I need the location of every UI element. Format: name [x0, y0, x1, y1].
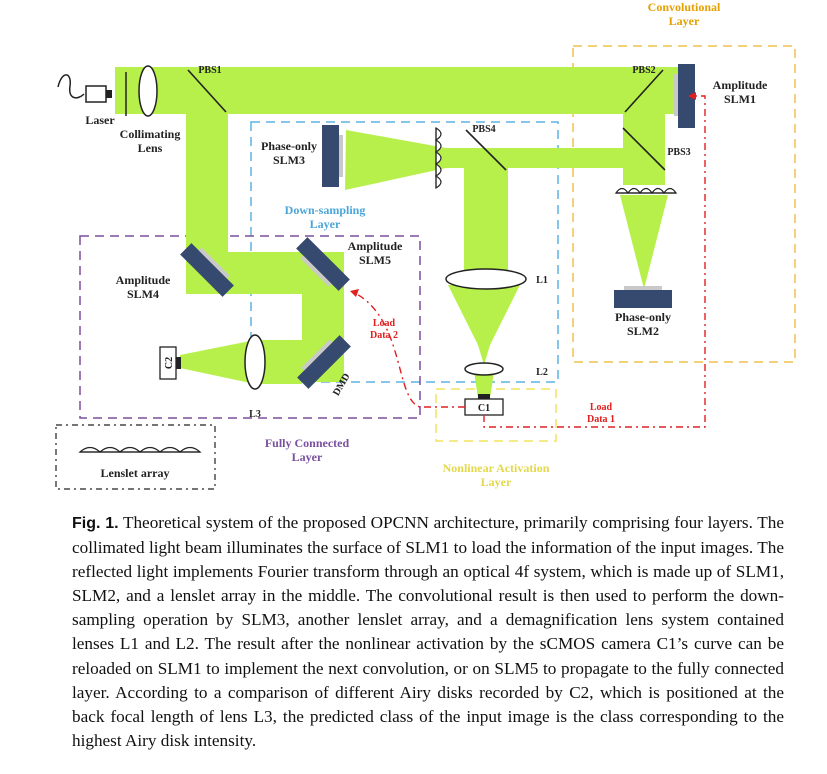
- lens-l3: [244, 334, 266, 390]
- beam-l2-c1: [474, 372, 494, 398]
- load-data-2-line: [354, 292, 465, 408]
- beam-pbs4-down: [464, 148, 508, 280]
- label-pbs4: PBS4: [472, 124, 495, 135]
- label-l2: L2: [536, 367, 548, 378]
- label-pbs1: PBS1: [198, 65, 221, 76]
- beam-focus-slm2: [620, 195, 668, 289]
- load-data-1-line: [483, 95, 706, 428]
- pbs2-splitter: [624, 69, 664, 113]
- figure-caption: Fig. 1. Theoretical system of the propos…: [72, 511, 784, 753]
- slm2-surface: [624, 286, 662, 290]
- label-lenslet-array: Lenslet array: [101, 466, 170, 480]
- laser-wire: [57, 74, 85, 99]
- down-sampling-layer-box: [250, 121, 559, 383]
- camera-c2-lens: [176, 357, 181, 369]
- slm2-device: [614, 290, 672, 308]
- pbs1-splitter: [187, 69, 227, 113]
- label-pbs3: PBS3: [667, 147, 690, 158]
- label-c2: C2: [164, 357, 175, 369]
- lenslet-array-down: [434, 126, 442, 190]
- convolutional-layer-box: [572, 45, 796, 363]
- caption-text: Theoretical system of the proposed OPCNN…: [72, 513, 784, 750]
- slm3-device: [322, 125, 339, 187]
- slm1-device: [678, 64, 695, 128]
- label-l3: L3: [249, 409, 261, 420]
- pbs3-splitter: [622, 127, 666, 171]
- label-c1: C1: [478, 403, 490, 414]
- laser-tip: [106, 90, 112, 98]
- dmd-device: [297, 335, 351, 389]
- beam-dmd-to-c2: [180, 340, 302, 384]
- slm3-surface: [339, 135, 343, 177]
- slm4-device: [180, 243, 234, 297]
- pbs4-splitter: [465, 129, 507, 171]
- lens-l2: [464, 362, 504, 376]
- slm5-device: [296, 237, 350, 291]
- collimating-lens: [138, 65, 158, 117]
- label-l1: L1: [536, 275, 548, 286]
- label-pbs2: PBS2: [632, 65, 655, 76]
- caption-label: Fig. 1.: [72, 515, 119, 532]
- nonlinear-layer-box: [435, 388, 557, 442]
- fully-connected-layer-box: [79, 235, 421, 419]
- camera-c1-lens: [478, 394, 490, 399]
- slm1-surface: [674, 74, 678, 116]
- load-data-1-arrow: [688, 92, 696, 100]
- lens-l1: [445, 268, 527, 290]
- lenslet-array-legend-icon: [78, 446, 202, 453]
- beam-l1-focus: [448, 285, 520, 365]
- light-beams: [115, 67, 689, 398]
- lenslet-array-conv: [614, 187, 678, 195]
- load-data-2-arrow: [350, 289, 359, 297]
- laser-body: [85, 85, 107, 103]
- label-laser: Laser: [85, 113, 115, 127]
- beam-main-horizontal: [115, 67, 689, 114]
